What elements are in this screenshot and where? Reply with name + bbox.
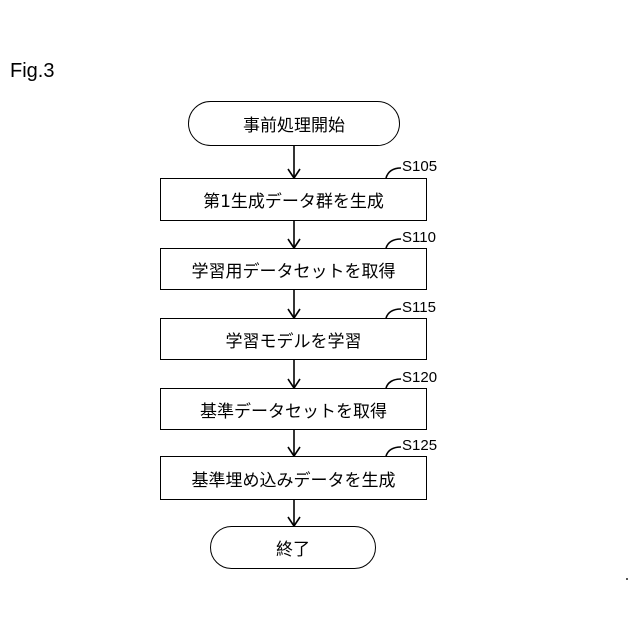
process-label-s125: 基準埋め込みデータを生成: [192, 466, 396, 491]
process-box-s125: 基準埋め込みデータを生成: [160, 456, 427, 500]
start-terminal: 事前処理開始: [188, 101, 400, 146]
process-label-s120: 基準データセットを取得: [200, 397, 387, 422]
step-id-s120: S120: [402, 369, 437, 386]
process-box-s105: 第1生成データ群を生成: [160, 178, 427, 221]
end-label: 終了: [276, 535, 310, 560]
leader-s105: [386, 168, 401, 178]
leader-s110: [386, 239, 401, 248]
leader-s125: [386, 447, 401, 456]
step-id-s115: S115: [402, 299, 436, 316]
step-id-s105: S105: [402, 158, 437, 175]
leader-s120: [386, 379, 401, 388]
stray-dot: [626, 578, 628, 580]
step-id-s125: S125: [402, 437, 437, 454]
process-label-s115: 学習モデルを学習: [226, 327, 362, 352]
start-label: 事前処理開始: [243, 111, 345, 136]
process-box-s115: 学習モデルを学習: [160, 318, 427, 360]
step-id-s110: S110: [402, 229, 436, 246]
process-label-s110: 学習用データセットを取得: [192, 257, 396, 282]
leader-s115: [386, 309, 401, 318]
process-box-s110: 学習用データセットを取得: [160, 248, 427, 290]
process-label-s105: 第1生成データ群を生成: [203, 187, 384, 212]
process-box-s120: 基準データセットを取得: [160, 388, 427, 430]
end-terminal: 終了: [210, 526, 376, 569]
